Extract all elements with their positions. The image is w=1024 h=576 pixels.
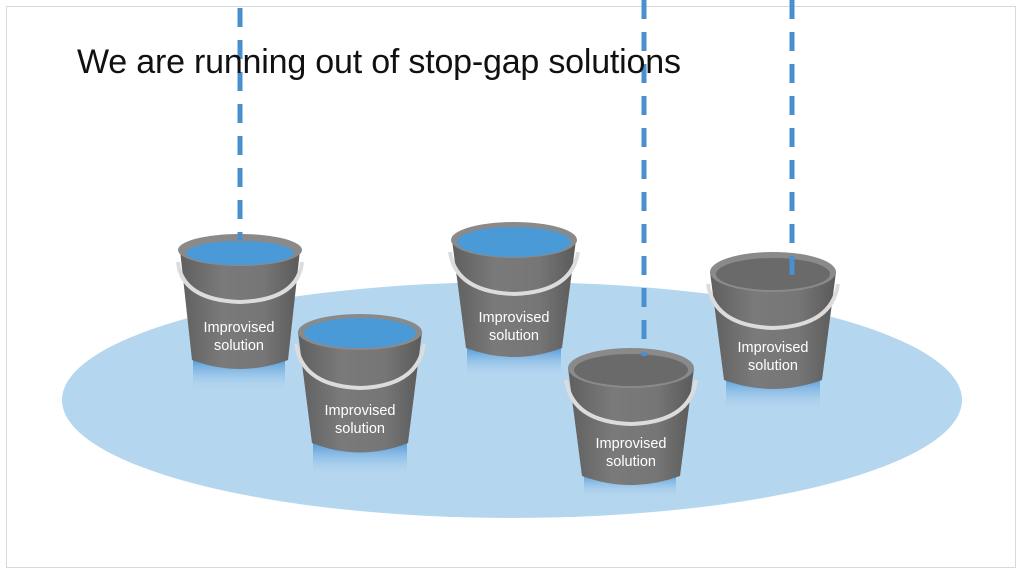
water-surface (457, 227, 571, 257)
bucket-label: Improvised solution (324, 403, 396, 437)
bucket-4 (564, 348, 698, 498)
slide-title: We are running out of stop-gap solutions (77, 43, 681, 81)
bucket-handle (564, 379, 698, 427)
bucket-handle (294, 343, 426, 391)
bucket-label: Improvised solution (203, 320, 275, 354)
bucket-5 (706, 252, 840, 412)
bucket-1 (176, 234, 304, 392)
bucket-label: Improvised solution (737, 340, 809, 374)
bucket-handle (176, 261, 304, 305)
bucket-handle (706, 283, 840, 331)
water-surface (304, 318, 416, 348)
water-surface (186, 241, 294, 265)
bucket-label: Improvised solution (478, 310, 550, 344)
bucket-3 (448, 222, 580, 378)
bucket-label: Improvised solution (595, 436, 667, 470)
bucket-2 (294, 314, 426, 477)
bucket-handle (448, 251, 580, 297)
